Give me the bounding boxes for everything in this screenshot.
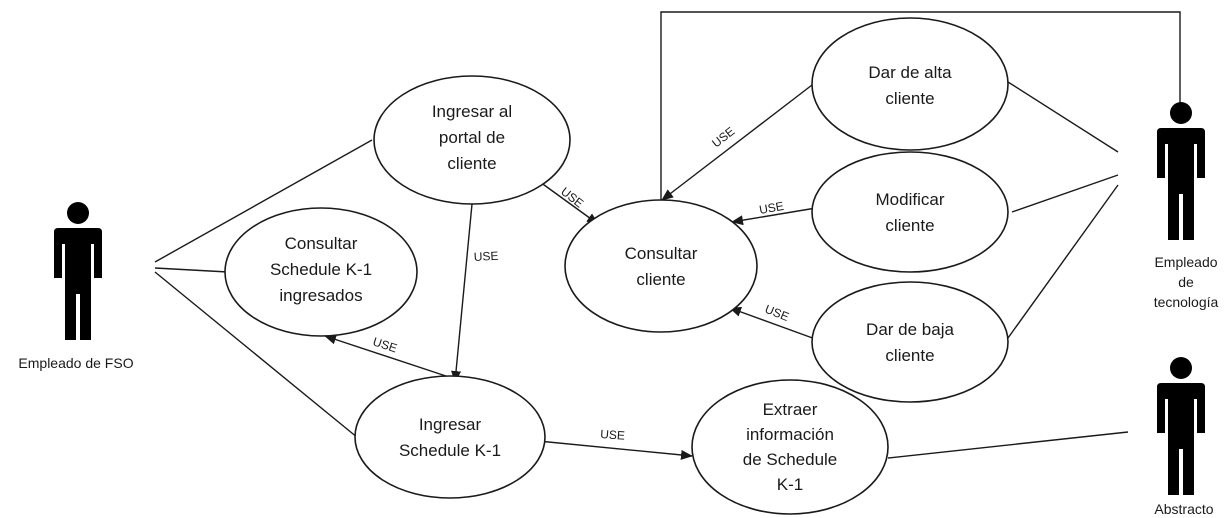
use-case-label-line: de Schedule	[743, 450, 838, 469]
use-label-modificar-consultar: USE	[758, 199, 785, 217]
use-case-label-line: Ingresar al	[432, 102, 512, 121]
use-arrow-alta-consultar-cliente	[661, 84, 813, 201]
person-icon	[1157, 357, 1205, 495]
use-case-label-line: Consultar	[625, 244, 698, 263]
use-case-label-line: Schedule K-1	[270, 260, 372, 279]
use-label-baja-consultar: USE	[763, 302, 791, 324]
actor-name-abstracto: Abstracto	[1154, 501, 1213, 517]
use-case-label-line: Extraer	[763, 400, 818, 419]
use-label-ingresar-k1-extraer: USE	[600, 427, 626, 443]
use-case-label-line: Ingresar	[419, 415, 482, 434]
use-case-label-line: ingresados	[279, 286, 362, 305]
use-case-dar-alta: Dar de alta cliente	[811, 17, 1009, 151]
use-case-consultar-cliente: Consultar cliente	[564, 199, 758, 333]
actor-abstracto: Abstracto	[1154, 357, 1214, 517]
use-arrow-modificar-consultar-cliente	[731, 207, 817, 226]
actor-name-tecnologia-line: tecnología	[1154, 294, 1219, 310]
person-icon	[1157, 102, 1205, 240]
use-case-label-line: información	[746, 425, 834, 444]
assoc-abstracto-extraer	[887, 431, 1129, 459]
use-case-extraer: Extraer información de Schedule K-1	[691, 379, 889, 515]
use-case-label-line: cliente	[636, 270, 685, 289]
actor-empleado-fso: Empleado de FSO	[18, 202, 134, 371]
use-arrow-ingresar-k1-extraer	[527, 439, 693, 460]
use-case-label-line: Dar de baja	[866, 320, 954, 339]
use-arrow-baja-consultar-cliente	[729, 307, 819, 341]
use-arrow-portal-ingresar-k1	[451, 203, 473, 383]
use-arrow-portal-consultar-cliente	[539, 181, 599, 225]
use-case-ingresar-portal: Ingresar al portal de cliente	[373, 75, 571, 205]
assoc-tecnologia-consultar-cliente	[660, 11, 1181, 200]
assoc-fso-consultar-k1	[154, 267, 229, 273]
use-case-label-line: cliente	[885, 89, 934, 108]
assoc-tecnologia-dar-baja	[1007, 184, 1119, 339]
use-arrow-ingresar-k1-consultar-k1	[324, 334, 453, 379]
use-case-dar-baja: Dar de baja cliente	[811, 281, 1009, 403]
actor-name-fso: Empleado de FSO	[18, 355, 133, 371]
use-case-label-line: Modificar	[876, 190, 945, 209]
actor-name-tecnologia-line: de	[1178, 274, 1194, 290]
use-case-label-line: Schedule K-1	[399, 441, 501, 460]
use-label-alta-consultar: USE	[709, 124, 737, 150]
use-case-consultar-k1: Consultar Schedule K-1 ingresados	[224, 207, 418, 337]
assoc-fso-ingresar-k1	[154, 271, 359, 439]
actor-name-tecnologia-line: Empleado	[1154, 254, 1217, 270]
use-case-label-line: Dar de alta	[868, 63, 952, 82]
use-case-label-line: cliente	[885, 346, 934, 365]
use-case-label-line: cliente	[885, 216, 934, 235]
use-case-modificar: Modificar cliente	[811, 151, 1009, 273]
use-label-portal-consultar: USE	[558, 184, 586, 210]
assoc-tecnologia-modificar	[1011, 174, 1119, 213]
use-case-label-line: Consultar	[285, 234, 358, 253]
assoc-fso-ingresar-portal	[154, 139, 373, 263]
assoc-tecnologia-dar-alta	[1007, 81, 1119, 153]
use-case-label-line: cliente	[447, 154, 496, 173]
use-case-ingresar-k1: Ingresar Schedule K-1	[354, 375, 546, 499]
use-case-label-line: K-1	[777, 475, 803, 494]
use-case-label-line: portal de	[439, 128, 505, 147]
person-icon	[54, 202, 102, 340]
actor-empleado-tecnologia: Empleado de tecnología	[1154, 102, 1219, 310]
use-label-portal-ingresar-k1: USE	[473, 249, 498, 264]
